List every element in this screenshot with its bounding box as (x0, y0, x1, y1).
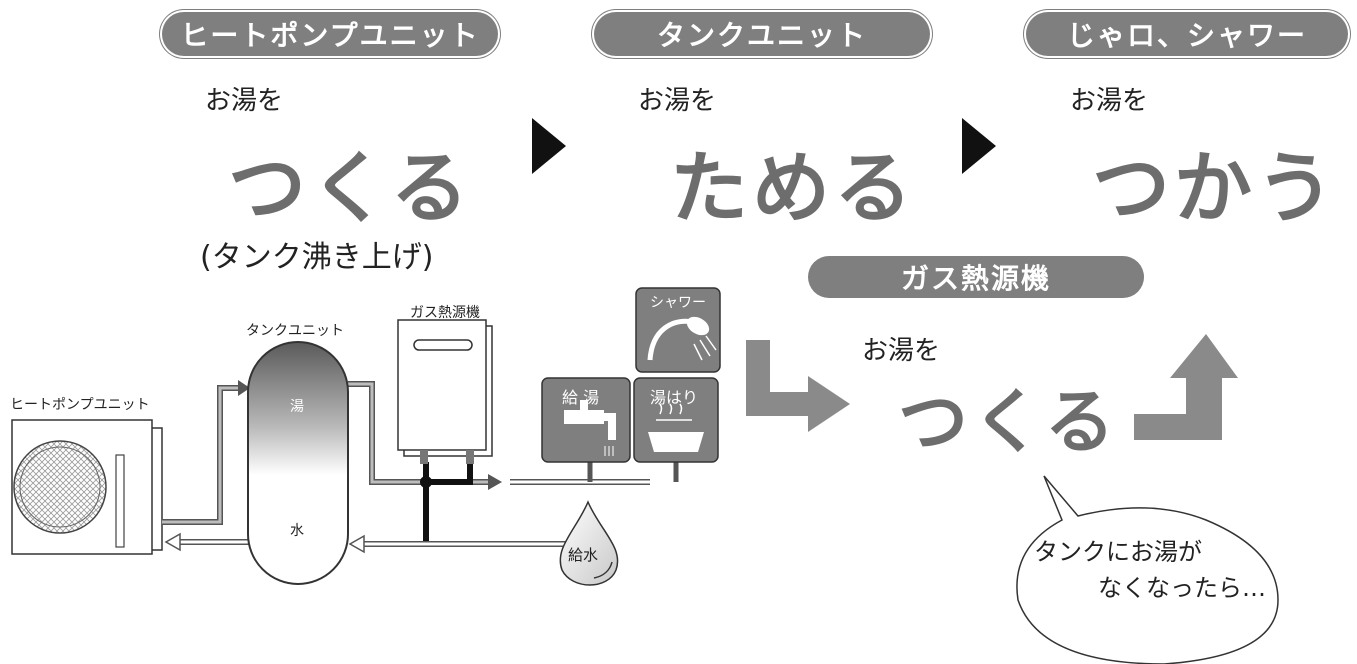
heatpump-unit (11, 419, 163, 555)
tank-water-label: 水 (290, 523, 304, 539)
stage-prefix-3: お湯を (1070, 86, 1149, 116)
stage-header-tank: タンクユニット (594, 12, 930, 56)
gas-verb: つくる (898, 381, 1119, 463)
bubble-line-1: タンクにお湯が (1034, 538, 1202, 566)
stage-verb-store: ためる (670, 144, 917, 234)
kyuto-label: 給 湯 (562, 388, 600, 407)
heatpump-label: ヒートポンプユニット (10, 397, 150, 413)
bubble-line-2: なくなったら… (1098, 574, 1266, 602)
stage-verb-make: つくる (228, 144, 473, 234)
kyuto-box (541, 377, 631, 463)
stage-prefix-1: お湯を (205, 86, 284, 116)
stage-header-heatpump: ヒートポンプユニット (162, 12, 498, 56)
gas-header: ガス熱源機 (808, 256, 1144, 298)
supply-label: 給水 (568, 546, 599, 564)
stage-verb-use: つかう (1092, 144, 1339, 234)
stage-header-faucet: じゃロ、シャワー (1026, 12, 1348, 56)
flow-arrow-1 (532, 118, 566, 174)
gas-unit (397, 319, 493, 464)
tank-hot-label: 湯 (290, 399, 304, 415)
gas-prefix: お湯を (862, 336, 941, 366)
yuhari-box (633, 377, 719, 463)
yuhari-label: 湯はり (650, 388, 699, 407)
water-drop (559, 500, 619, 586)
shower-box (635, 287, 721, 373)
flow-arrow-2 (962, 118, 996, 174)
gas-unit-label: ガス熱源機 (410, 305, 480, 321)
tank-unit (247, 341, 349, 585)
speech-bubble (1016, 475, 1279, 664)
gas-flow-arrows (746, 334, 1238, 440)
shower-label: シャワー (650, 295, 706, 311)
tank-heating-note: (タンク沸き上げ) (200, 240, 434, 275)
pipes (162, 380, 679, 554)
tank-label: タンクユニット (246, 323, 344, 339)
stage-prefix-2: お湯を (638, 86, 717, 116)
